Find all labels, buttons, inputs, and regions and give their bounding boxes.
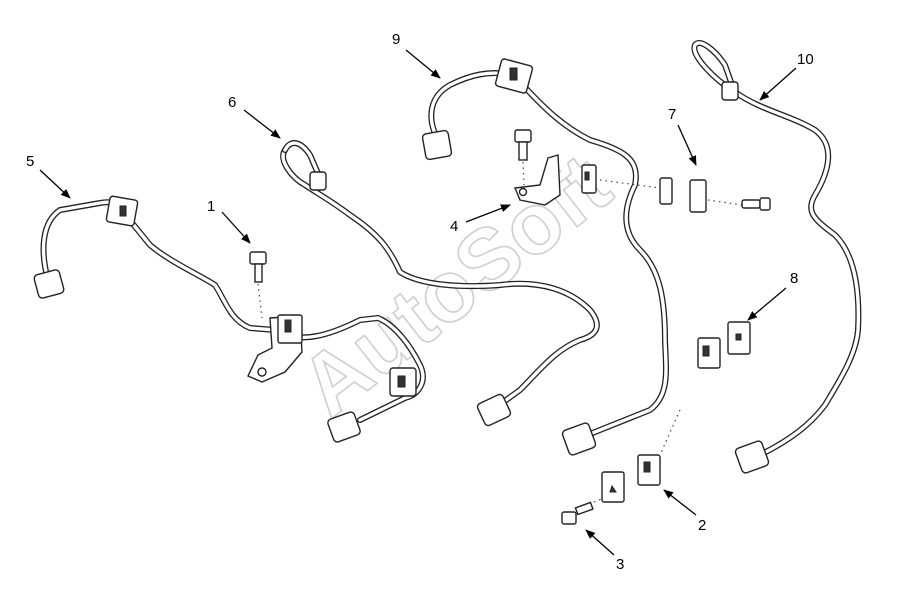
clamp-7 xyxy=(581,164,771,213)
callout-9: 9 xyxy=(392,31,441,79)
svg-text:10: 10 xyxy=(797,51,814,68)
callout-4: 4 xyxy=(450,204,511,235)
bolt-3 xyxy=(561,497,605,525)
svg-text:2: 2 xyxy=(698,517,706,534)
fuel-line-6 xyxy=(280,140,600,427)
bolt-1 xyxy=(249,251,267,319)
svg-text:8: 8 xyxy=(790,270,798,287)
svg-text:3: 3 xyxy=(616,556,624,573)
bracket-1 xyxy=(247,314,303,383)
svg-text:1: 1 xyxy=(207,198,215,215)
callout-10: 10 xyxy=(759,51,814,101)
fuel-line-10 xyxy=(691,40,862,474)
clamp-8 xyxy=(697,321,751,369)
clamp-2 xyxy=(601,409,681,503)
callout-7: 7 xyxy=(668,106,697,166)
svg-text:4: 4 xyxy=(450,218,458,235)
callout-3: 3 xyxy=(585,529,624,573)
callout-6: 6 xyxy=(228,94,281,139)
svg-text:9: 9 xyxy=(392,31,400,48)
fuel-line-5 xyxy=(33,195,426,443)
svg-text:7: 7 xyxy=(668,106,676,123)
fuel-line-9 xyxy=(421,58,669,456)
svg-text:5: 5 xyxy=(26,153,34,170)
callout-5: 5 xyxy=(26,153,71,199)
svg-text:6: 6 xyxy=(228,94,236,111)
bracket-4 xyxy=(513,129,561,206)
callout-8: 8 xyxy=(747,270,798,321)
callout-1: 1 xyxy=(207,198,251,244)
callout-2: 2 xyxy=(663,489,706,534)
